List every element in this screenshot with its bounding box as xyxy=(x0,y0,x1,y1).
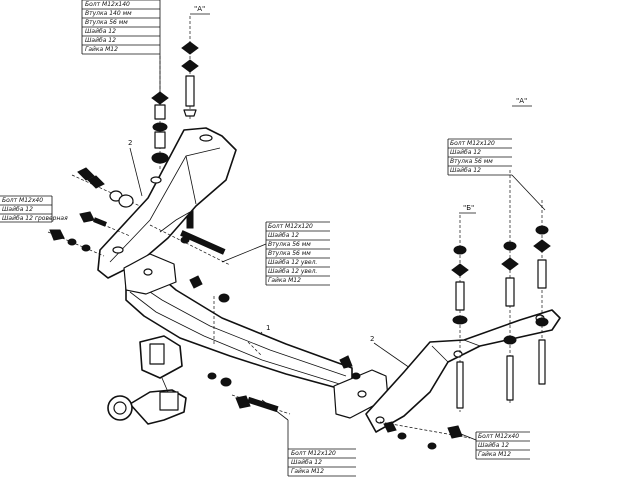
callout-center: Болт М12х120 Шайба 12 Втулка 56 мм Втулк… xyxy=(221,221,330,286)
bolt-group-crossbar xyxy=(189,275,361,387)
callout-top-left-line-6: Гайка М12 xyxy=(85,46,118,53)
callout-left-line-1: Болт М12х40 xyxy=(2,197,43,204)
callout-center-line-5: Шайба 12 увел. xyxy=(268,259,317,266)
callout-top-left-line-5: Шайба 12 xyxy=(85,37,116,44)
part-number-crossbar: 1 xyxy=(266,324,270,332)
bolt-bottom-long xyxy=(231,394,291,415)
bolt-stack-right-a2 xyxy=(533,200,551,385)
callout-bottom-center-line-1: Болт М12х120 xyxy=(291,450,336,457)
callout-center-line-3: Втулка 56 мм xyxy=(268,241,311,248)
callout-top-left: Болт М12х140 Втулка 140 мм Втулка 56 мм … xyxy=(81,0,161,110)
callout-center-line-1: Болт М12х120 xyxy=(268,223,313,230)
callout-right-line-4: Шайба 12 xyxy=(450,167,481,174)
callout-bottom-center-line-3: Гайка М12 xyxy=(291,468,324,475)
bolt-group-bottom-right xyxy=(379,421,471,450)
callout-top-left-line-1: Болт М12х140 xyxy=(85,1,130,8)
part-number-right-bracket: 2 xyxy=(370,335,374,343)
callout-bottom-center: Болт М12х120 Шайба 12 Гайка М12 xyxy=(261,399,356,477)
callout-bottom-right: Болт М12х40 Шайба 12 Гайка М12 xyxy=(455,431,530,460)
view-tag-a-right: "А" xyxy=(516,97,527,105)
bolt-stack-right-a1 xyxy=(501,170,519,404)
right-bracket xyxy=(365,309,561,433)
callout-bottom-right-line-3: Гайка М12 xyxy=(478,451,511,458)
callout-right: Болт М12х120 Шайба 12 Втулка 56 мм Шайба… xyxy=(447,138,546,211)
callout-left-line-3: Шайба 12 гроверная xyxy=(2,215,68,222)
callout-center-line-2: Шайба 12 xyxy=(268,232,299,239)
callout-center-line-4: Втулка 56 мм xyxy=(268,250,311,257)
bolt-stack-top-left xyxy=(151,56,169,170)
crossbar xyxy=(123,253,389,419)
bolt-group-left-lower xyxy=(47,229,105,257)
view-tag-b-right: "Б" xyxy=(463,204,474,212)
callout-top-left-line-2: Втулка 140 мм xyxy=(85,10,132,17)
tow-ball xyxy=(107,335,187,425)
callout-left-line-2: Шайба 12 xyxy=(2,206,33,213)
callout-right-line-3: Втулка 56 мм xyxy=(450,158,493,165)
bolt-group-left-upper xyxy=(71,167,141,208)
callout-top-left-line-4: Шайба 12 xyxy=(85,28,116,35)
bolt-center xyxy=(149,224,231,266)
view-tag-a-top: "А" xyxy=(194,5,205,13)
part-number-left-bracket: 2 xyxy=(128,139,132,147)
bolt-stack-right-b xyxy=(451,215,469,412)
bolt-group-left-middle xyxy=(79,211,131,237)
callout-bottom-right-line-1: Болт М12х40 xyxy=(478,433,519,440)
callout-right-line-2: Шайба 12 xyxy=(450,149,481,156)
callout-top-left-line-3: Втулка 56 мм xyxy=(85,19,128,26)
callout-left: Болт М12х40 Шайба 12 Шайба 12 гроверная xyxy=(0,195,68,223)
bolt-stack-view-a-top xyxy=(181,16,199,229)
callout-center-line-7: Гайка М12 xyxy=(268,277,301,284)
left-bracket xyxy=(97,127,237,279)
callout-center-line-6: Шайба 12 увел. xyxy=(268,268,317,275)
callout-right-line-1: Болт М12х120 xyxy=(450,140,495,147)
callout-bottom-center-line-2: Шайба 12 xyxy=(291,459,322,466)
callout-bottom-right-line-2: Шайба 12 xyxy=(478,442,509,449)
